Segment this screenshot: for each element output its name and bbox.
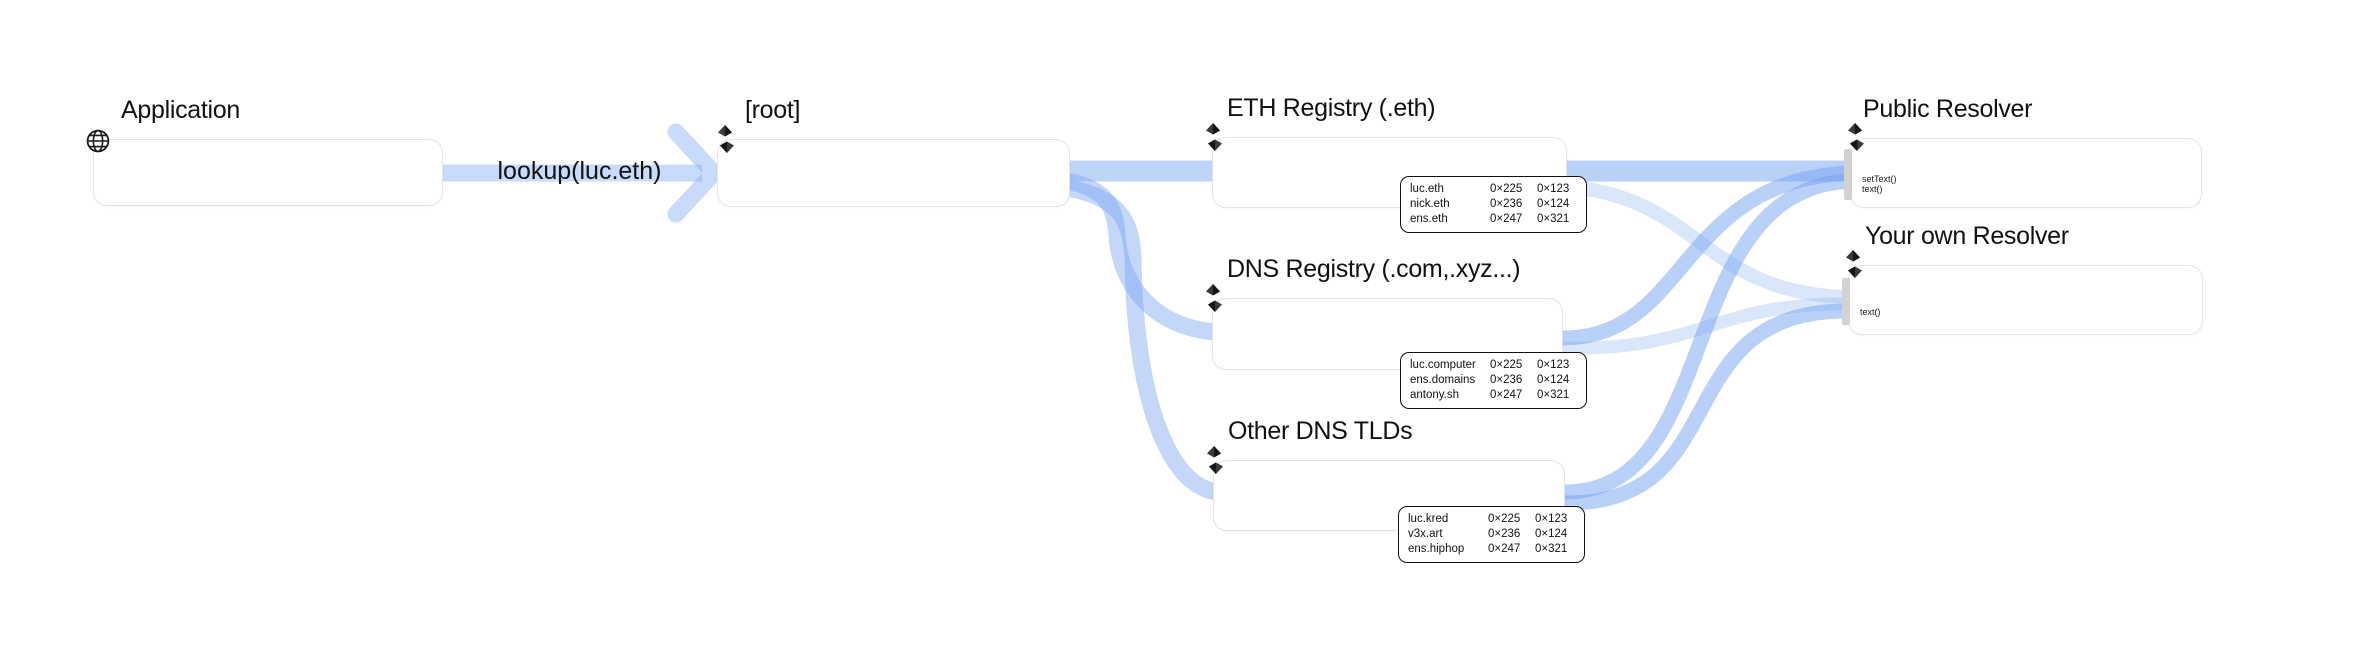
table-cell: v3x.art (1408, 528, 1443, 540)
table-cell: 0×225 (1490, 359, 1523, 371)
node-title: DNS Registry (.com,.xyz...) (1227, 255, 1521, 283)
table-cell: 0×123 (1537, 183, 1570, 195)
node-title: ETH Registry (.eth) (1227, 94, 1436, 122)
edge-dns-registry-to-public-resolver (1558, 165, 1851, 346)
table-row: luc.computer 0×225 0×123 (1410, 358, 1577, 373)
node-title: Application (121, 96, 241, 124)
table-cell: 0×236 (1490, 374, 1523, 386)
node-box (717, 139, 1070, 207)
node-box (1850, 138, 2202, 208)
table-row: luc.kred 0×225 0×123 (1408, 512, 1575, 527)
table-row: ens.domains 0×236 0×124 (1410, 373, 1577, 388)
node-dns-registry: DNS Registry (.com,.xyz...) luc.computer… (1206, 255, 1587, 409)
registry-records-table: luc.kred 0×225 0×123 v3x.art 0×236 0×124 ens… (1398, 506, 1585, 563)
node-public-resolver: Public Resolver setText() text() (1844, 95, 2202, 208)
lookup-label: lookup(luc.eth) (497, 157, 662, 185)
table-cell: ens.eth (1410, 213, 1448, 225)
node-eth-registry: ETH Registry (.eth) luc.eth 0×225 0×123 ni… (1206, 94, 1587, 233)
resolver-port-handle (1842, 278, 1850, 325)
table-cell: 0×321 (1537, 213, 1570, 225)
ethereum-icon (716, 124, 736, 154)
node-box (1848, 265, 2203, 335)
table-row: ens.hiphop 0×247 0×321 (1408, 542, 1575, 557)
table-cell: ens.domains (1410, 374, 1476, 386)
ethereum-icon (1846, 122, 1866, 152)
table-cell: 0×247 (1490, 213, 1523, 225)
node-title: Public Resolver (1863, 95, 2033, 123)
table-cell: 0×247 (1488, 543, 1521, 555)
table-cell: 0×124 (1537, 374, 1570, 386)
table-cell: 0×321 (1535, 543, 1568, 555)
method-label: text() (1862, 183, 1883, 194)
table-cell: 0×124 (1535, 528, 1568, 540)
node-other-dns-tlds: Other DNS TLDs luc.kred 0×225 0×123 v3x.ar… (1207, 417, 1585, 563)
table-cell: 0×247 (1490, 389, 1523, 401)
node-title: Other DNS TLDs (1228, 417, 1413, 445)
method-list: setText() text() (1862, 174, 1897, 194)
ethereum-icon (1204, 283, 1224, 313)
table-cell: ens.hiphop (1408, 543, 1465, 555)
registry-records-table: luc.eth 0×225 0×123 nick.eth 0×236 0×124 ens… (1400, 176, 1587, 233)
table-cell: luc.computer (1410, 359, 1476, 371)
table-row: nick.eth 0×236 0×124 (1410, 197, 1577, 212)
node-your-own-resolver: Your own Resolver text() (1842, 222, 2203, 335)
node-application: Application (86, 96, 443, 206)
table-cell: luc.eth (1410, 183, 1444, 195)
method-list: text() (1860, 307, 1881, 318)
ethereum-icon (1205, 445, 1225, 475)
method-label: text() (1860, 307, 1881, 317)
arrow-head-icon (667, 123, 723, 223)
edge-other-dns-tlds-to-your-own-resolver (1560, 303, 1851, 511)
resolver-port-handle (1844, 149, 1852, 200)
table-cell: nick.eth (1410, 198, 1450, 210)
node-box (93, 139, 443, 206)
table-cell: 0×236 (1488, 528, 1521, 540)
edge-root-to-other-dns-tlds (1064, 179, 1219, 501)
table-row: ens.eth 0×247 0×321 (1410, 212, 1577, 227)
globe-icon (86, 129, 110, 153)
table-row: luc.eth 0×225 0×123 (1410, 182, 1577, 197)
table-cell: 0×225 (1488, 513, 1521, 525)
method-label: setText() (1862, 174, 1897, 184)
table-cell: luc.kred (1408, 513, 1449, 525)
ethereum-icon (1844, 249, 1864, 279)
table-cell: antony.sh (1410, 389, 1460, 401)
table-cell: 0×123 (1535, 513, 1568, 525)
edge-root-to-dns-registry (1064, 172, 1217, 341)
table-cell: 0×124 (1537, 198, 1570, 210)
table-row: antony.sh 0×247 0×321 (1410, 388, 1577, 403)
edge-other-dns-tlds-to-public-resolver (1560, 173, 1851, 500)
table-row: v3x.art 0×236 0×124 (1408, 527, 1575, 542)
table-cell: 0×236 (1490, 198, 1523, 210)
node-title: Your own Resolver (1865, 222, 2069, 250)
node-root: [root] (717, 96, 1070, 207)
table-cell: 0×123 (1537, 359, 1570, 371)
table-cell: 0×225 (1490, 183, 1523, 195)
node-title: [root] (745, 96, 801, 124)
ethereum-icon (1204, 122, 1224, 152)
table-cell: 0×321 (1537, 389, 1570, 401)
registry-records-table: luc.computer 0×225 0×123 ens.domains 0×236 0… (1400, 352, 1587, 409)
